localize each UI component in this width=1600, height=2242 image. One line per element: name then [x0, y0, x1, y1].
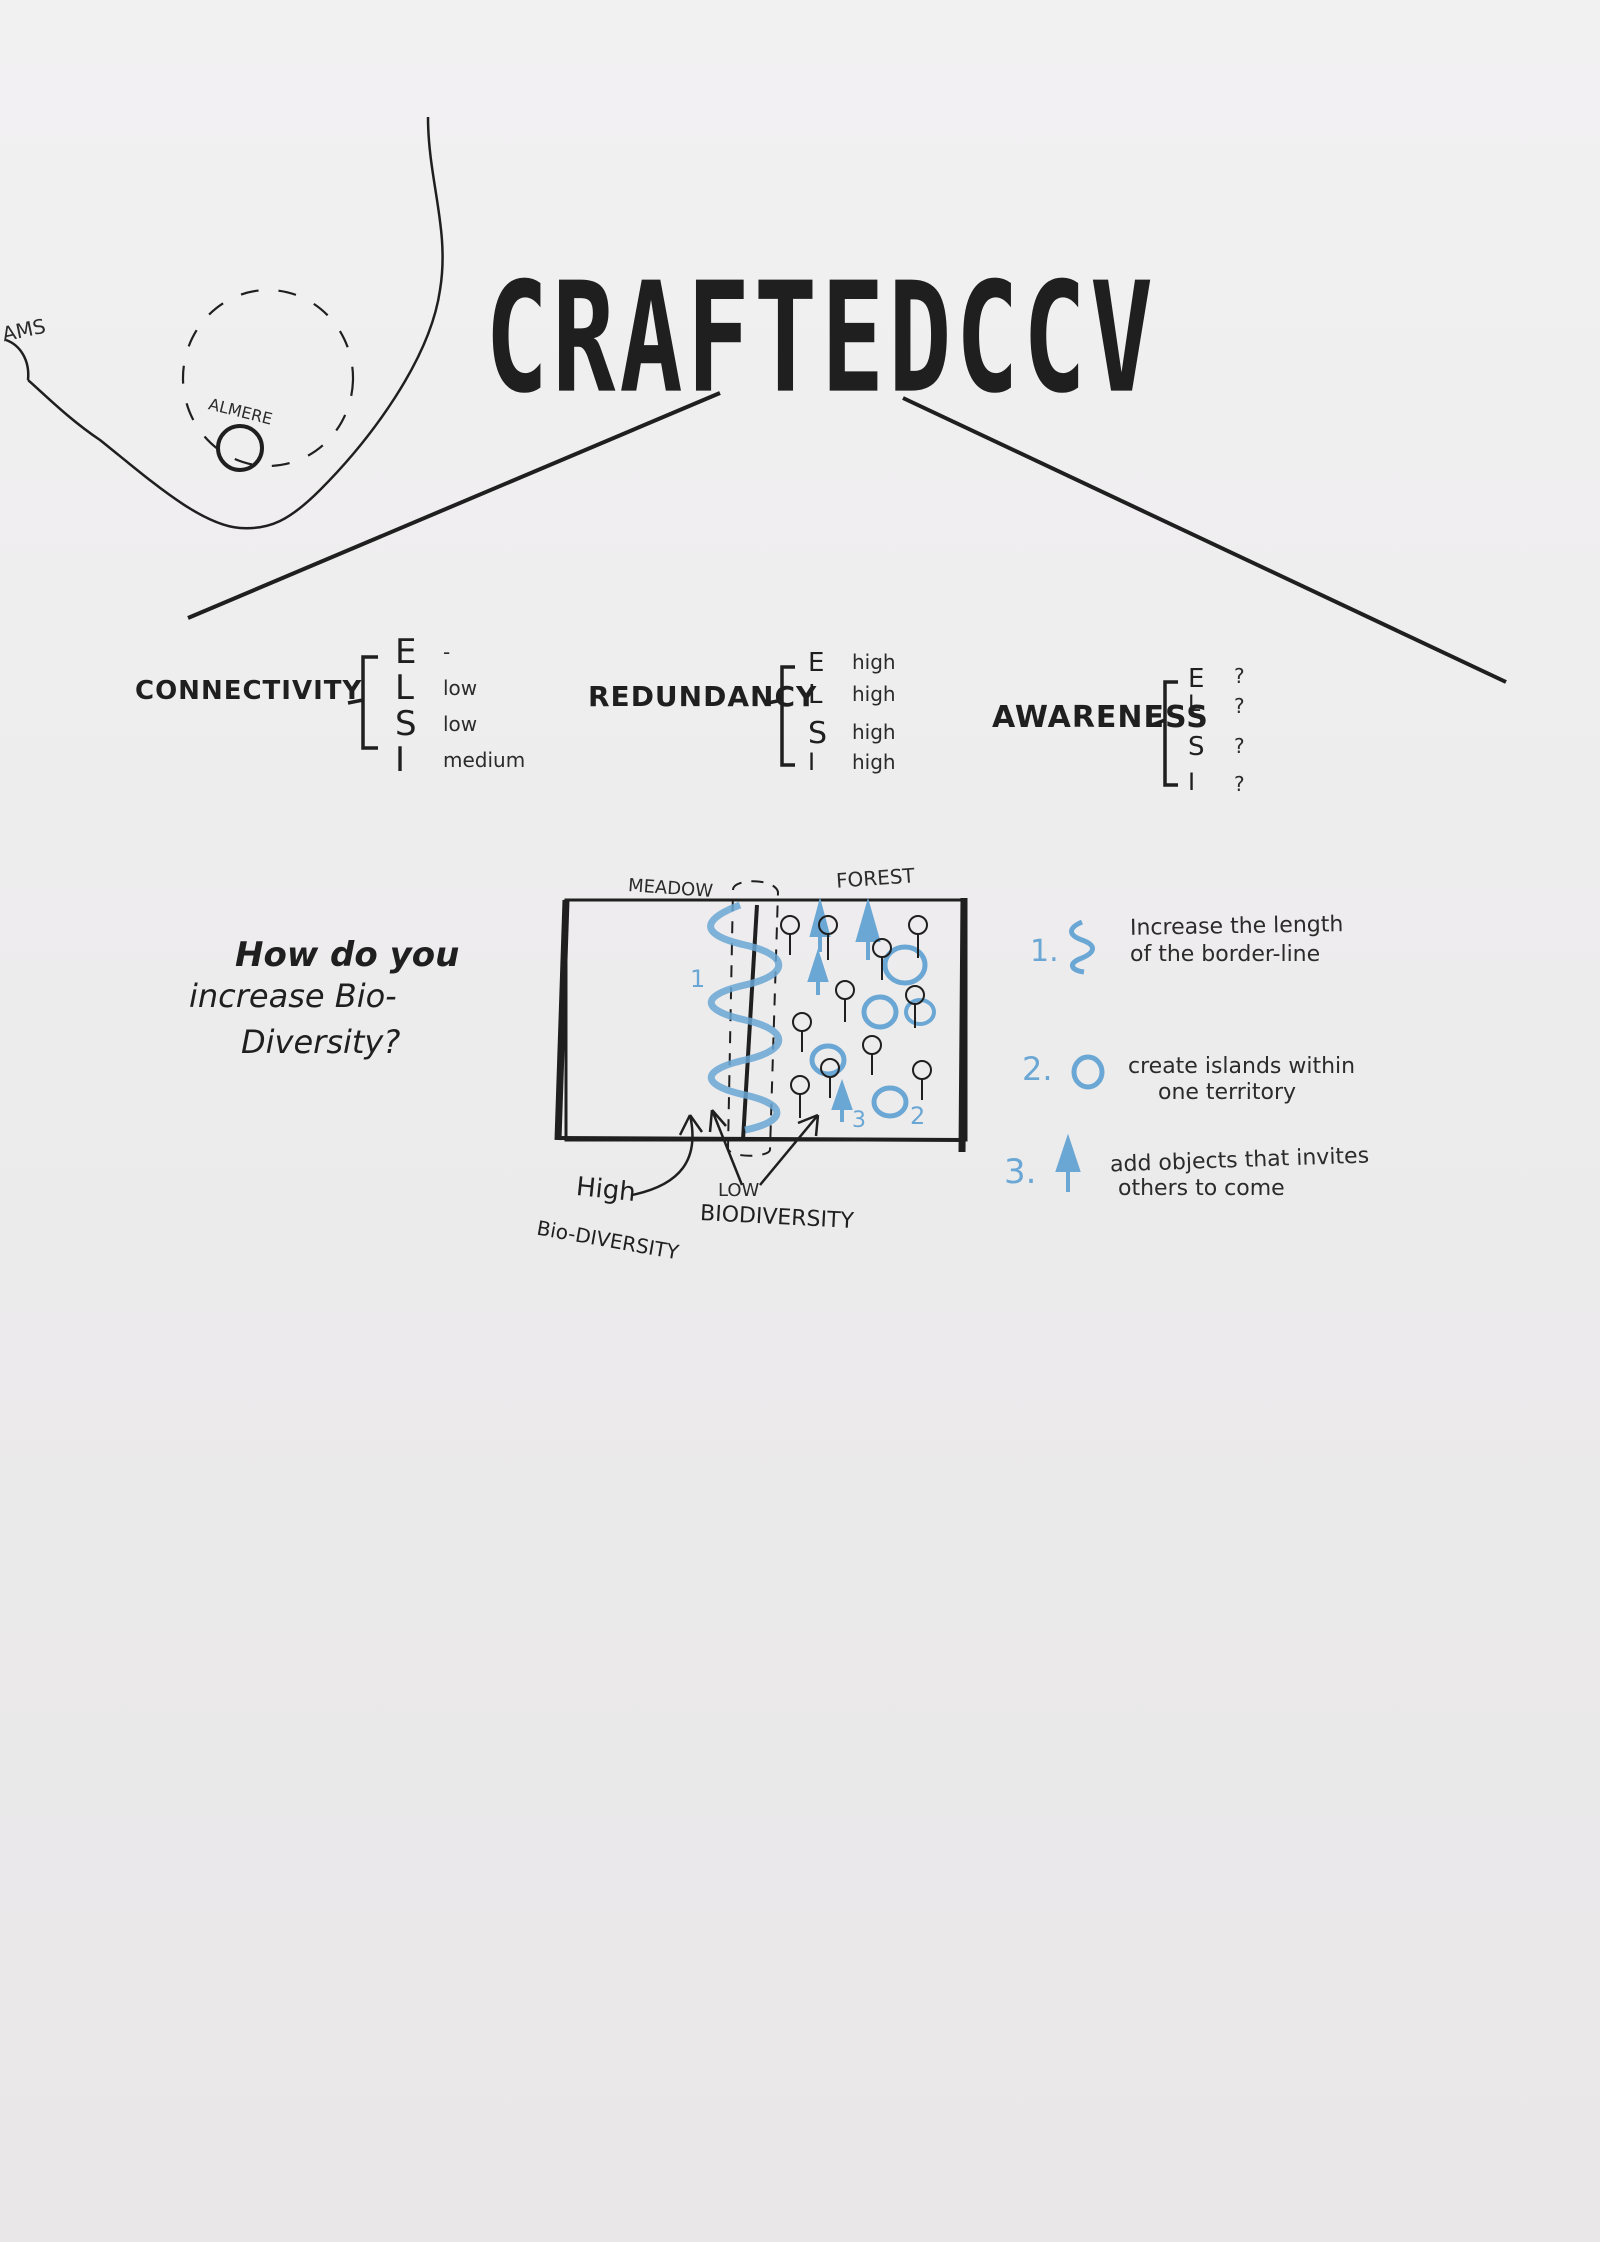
label-low-line1: LOW [718, 1180, 760, 1201]
object-2 [855, 897, 881, 960]
page-title: CRAFTEDCCV [485, 250, 1158, 427]
criterion-awareness-name: AWARENESS [992, 700, 1209, 735]
conn-value-s: low [443, 712, 478, 736]
aw-letter-s: S [1188, 732, 1205, 762]
aw-letter-e: E [1188, 664, 1205, 694]
roof-line-right [902, 396, 1507, 684]
criterion-connectivity-name: CONNECTIVITY [135, 676, 363, 706]
step-3-number: 3. [1004, 1152, 1037, 1192]
island-1 [882, 944, 928, 986]
aw-letter-i: I [1188, 768, 1196, 796]
diagram-mark-1: 1 [690, 965, 706, 993]
step-1-text-2: of the border-line [1130, 942, 1321, 967]
red-value-i: high [852, 750, 896, 774]
island-3 [809, 1043, 847, 1077]
diagram-mark-3: 3 [852, 1108, 866, 1133]
red-letter-i: I [808, 748, 816, 776]
conn-letter-s: S [395, 704, 417, 744]
aw-value-l: ? [1234, 694, 1245, 718]
step-1-text-1: Increase the length [1129, 912, 1344, 941]
wavy-border-line [707, 901, 782, 1134]
aw-value-e: ? [1234, 664, 1245, 688]
step-2-text-2: one territory [1158, 1080, 1297, 1105]
object-3 [807, 948, 829, 995]
edge-zone-dashed [726, 880, 780, 1157]
island-5 [904, 998, 936, 1026]
criterion-redundancy-name: REDUNDANCY [588, 680, 818, 713]
aw-value-i: ? [1234, 772, 1245, 796]
arrow-low-left [708, 1109, 744, 1186]
arrow-high [631, 1114, 704, 1197]
object-4 [831, 1078, 853, 1122]
coastline-line [27, 116, 444, 530]
red-value-s: high [852, 720, 896, 744]
step-2-number: 2. [1022, 1050, 1053, 1088]
question-line-2: increase Bio- [189, 977, 397, 1015]
legend-wave-icon [1069, 919, 1095, 975]
step-3-text-2: others to come [1118, 1176, 1285, 1201]
aw-value-s: ? [1234, 734, 1245, 758]
legend-object-icon [1055, 1133, 1081, 1192]
red-value-l: high [852, 682, 896, 706]
conn-letter-l: L [395, 668, 414, 708]
conn-value-l: low [443, 676, 478, 700]
almere-dashed-area [181, 288, 355, 468]
almere-circle [216, 424, 264, 472]
bracket-connectivity [347, 655, 378, 750]
step-1-number: 1. [1030, 934, 1059, 969]
conn-letter-i: I [395, 740, 406, 780]
red-value-e: high [852, 650, 896, 674]
conn-value-e: - [443, 640, 451, 664]
label-high-line1: High [574, 1171, 638, 1209]
bracket-redundancy [767, 665, 795, 767]
trees [780, 915, 932, 1118]
step-2-text-1: create islands within [1128, 1054, 1356, 1079]
roof-line-left [187, 391, 721, 620]
diagram-mark-2: 2 [910, 1102, 926, 1130]
island-2 [861, 994, 899, 1030]
bracket-awareness [1151, 680, 1178, 787]
legend-island-icon [1071, 1054, 1105, 1090]
red-letter-s: S [808, 716, 828, 751]
question-line-1: How do you [235, 935, 460, 975]
ams-hook [5, 338, 30, 381]
conn-letter-e: E [395, 632, 417, 672]
arrow-low-right [759, 1113, 820, 1186]
conn-value-i: medium [443, 748, 526, 772]
island-4 [871, 1085, 909, 1119]
aw-letter-l: L [1188, 692, 1201, 717]
red-letter-l: L [808, 680, 823, 710]
red-letter-e: E [808, 648, 825, 678]
question-line-3: Diversity? [241, 1023, 401, 1061]
